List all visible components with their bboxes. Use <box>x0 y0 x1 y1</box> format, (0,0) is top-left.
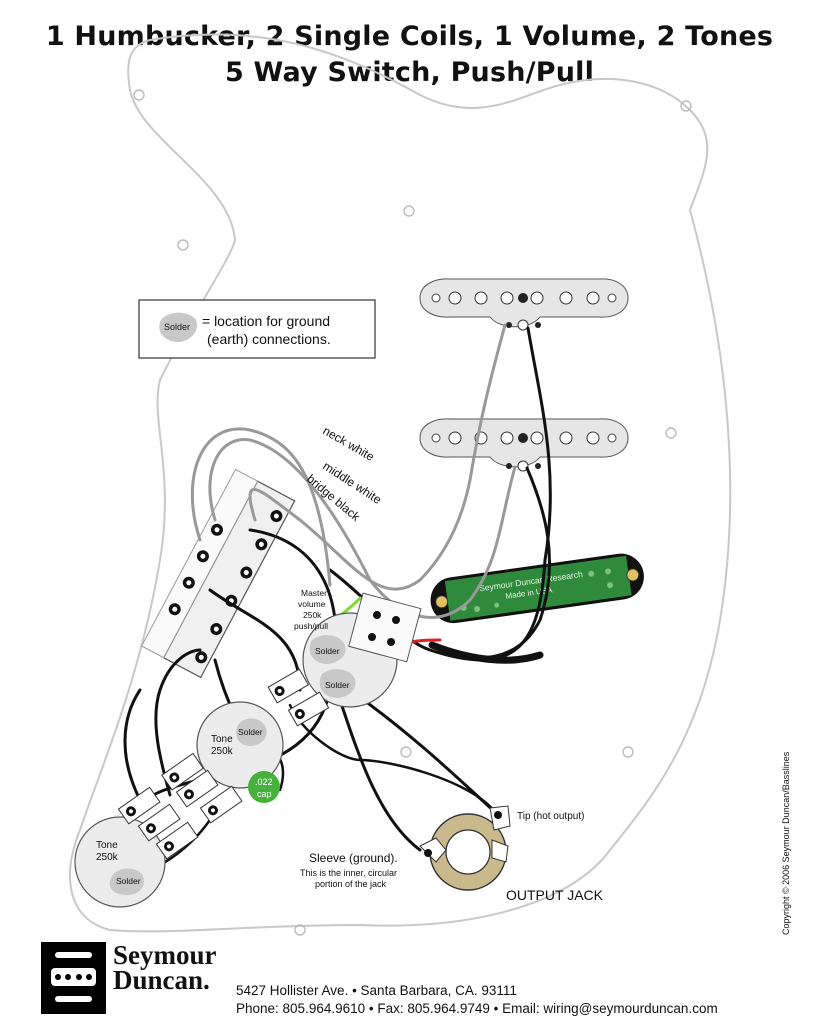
copyright-text: Copyright © 2006 Seymour Duncan/Bassline… <box>781 751 791 935</box>
volume-label-line2: volume <box>298 599 326 609</box>
legend-solder-label: Solder <box>164 322 190 332</box>
output-jack <box>419 805 511 891</box>
bridge-humbucker-pickup: Seymour Duncan Research Made in USA <box>430 553 644 624</box>
brand-name-line2: Duncan. <box>113 965 210 995</box>
wire-label-neck: neck white <box>321 423 377 464</box>
tone-pot-lower: Tone 250k Solder <box>74 786 199 908</box>
neck-single-coil-pickup <box>419 278 629 331</box>
five-way-switch <box>140 468 296 679</box>
tone-lower-value: 250k <box>96 852 119 863</box>
tip-label: Tip (hot output) <box>517 811 584 822</box>
ground-legend: Solder = location for ground (earth) con… <box>138 299 376 359</box>
capacitor-value: .022 <box>255 777 273 787</box>
output-jack-label: OUTPUT JACK <box>506 887 604 903</box>
address-line2: Phone: 805.964.9610 • Fax: 805.964.9749 … <box>236 1001 718 1016</box>
volume-label-line3: 250k <box>303 610 322 620</box>
legend-text-line1: = location for ground <box>202 313 330 329</box>
diagram-title-line1: 1 Humbucker, 2 Single Coils, 1 Volume, 2… <box>45 21 774 52</box>
brand-name-line1: Seymour <box>113 940 217 970</box>
volume-label-line4: push/pull <box>294 621 328 631</box>
seymour-duncan-logo-icon <box>41 942 106 1014</box>
capacitor: .022 cap <box>248 771 280 803</box>
capacitor-unit: cap <box>257 789 272 799</box>
tone-upper-name: Tone <box>211 734 233 745</box>
legend-text-line2: (earth) connections. <box>207 331 331 347</box>
diagram-title-line2: 5 Way Switch, Push/Pull <box>224 57 595 88</box>
sleeve-label-line2: This is the inner, circular <box>300 868 397 878</box>
tone-lower-solder: Solder <box>116 876 141 886</box>
volume-solder-bottom: Solder <box>325 680 350 690</box>
screw-holes <box>107 89 692 936</box>
tone-upper-solder: Solder <box>238 727 263 737</box>
pickguard-outline <box>69 33 732 933</box>
volume-label-line1: Master <box>301 588 327 598</box>
sleeve-label-line1: Sleeve (ground). <box>309 851 398 865</box>
tone-upper-value: 250k <box>211 746 234 757</box>
brand-name: Seymour Duncan. <box>113 940 217 995</box>
tone-lower-name: Tone <box>96 840 118 851</box>
middle-single-coil-pickup <box>419 418 629 472</box>
sleeve-label-line3: portion of the jack <box>315 879 387 889</box>
address-line1: 5427 Hollister Ave. • Santa Barbara, CA.… <box>236 983 517 998</box>
master-volume-pot: Master volume 250k push/pull Solder Sold… <box>267 588 422 727</box>
volume-solder-top: Solder <box>315 646 340 656</box>
tone-pot-upper: Tone 250k Solder <box>161 701 284 824</box>
